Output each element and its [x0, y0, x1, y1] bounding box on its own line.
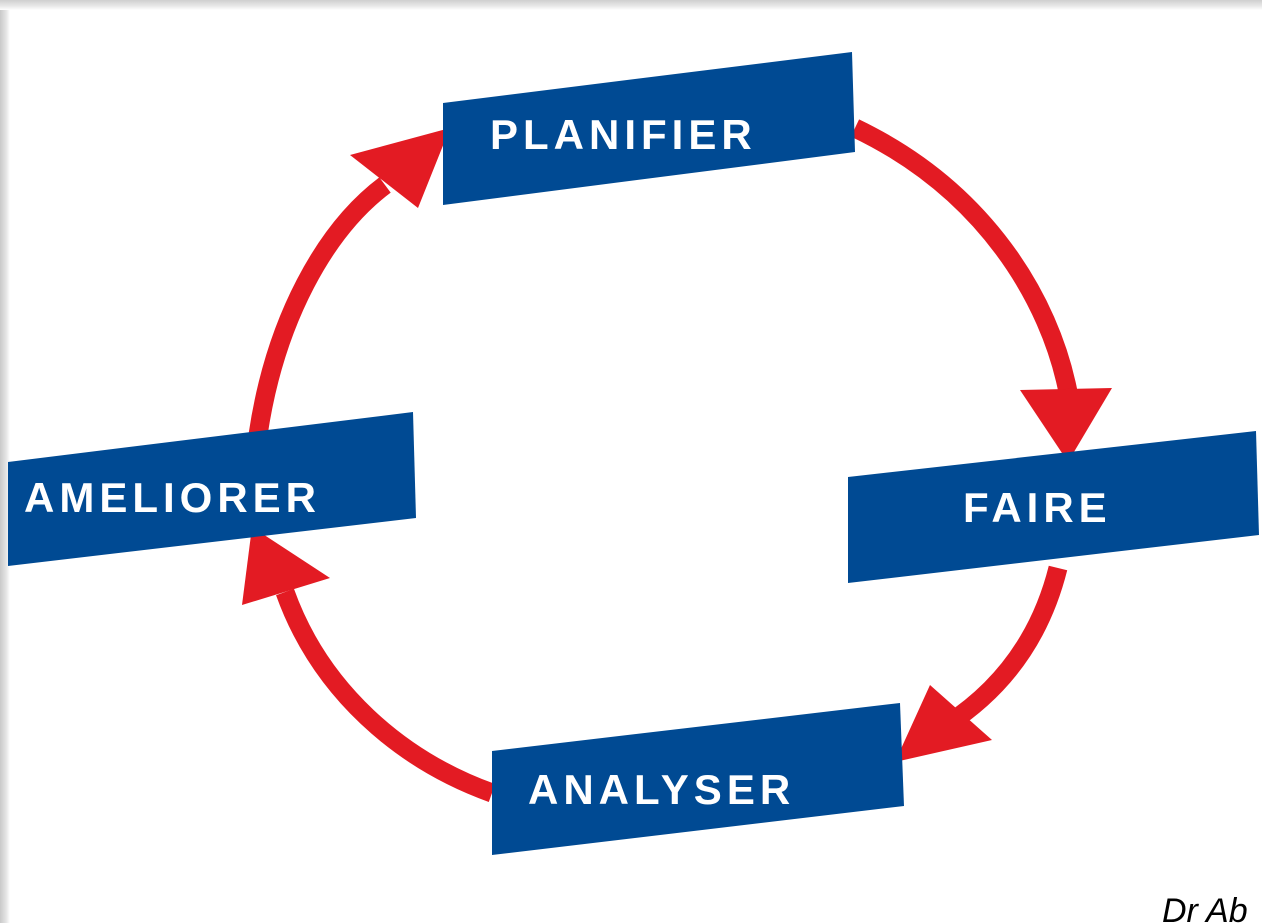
arrow-check-to-act	[276, 588, 496, 802]
arrow-heads	[242, 128, 1112, 762]
arrow-head-plan-to-do	[1020, 388, 1112, 462]
stage-check: ANALYSER	[492, 703, 904, 855]
stage-box-check	[492, 703, 904, 855]
top-edge-shadow	[0, 0, 1262, 10]
stage-do: FAIRE	[848, 431, 1259, 583]
arrow-act-to-plan	[248, 177, 391, 437]
arrow-head-act-to-plan	[350, 128, 450, 208]
stage-box-do	[848, 431, 1259, 583]
arrow-plan-to-do	[850, 119, 1078, 394]
author-credit: Dr Ab	[1162, 892, 1248, 923]
stage-act: AMELIORER	[8, 412, 416, 566]
cycle-arrows	[248, 119, 1078, 802]
stage-box-act	[8, 412, 416, 566]
arrow-head-check-to-act	[242, 527, 330, 605]
stage-plan: PLANIFIER	[443, 52, 855, 205]
left-edge-shadow	[0, 0, 10, 923]
stage-label-do: FAIRE	[963, 484, 1112, 531]
stage-label-plan: PLANIFIER	[490, 111, 757, 158]
stage-label-act: AMELIORER	[24, 474, 321, 521]
arrow-head-do-to-check	[895, 685, 992, 762]
stage-box-plan	[443, 52, 855, 205]
arrow-do-to-check	[942, 565, 1068, 732]
stage-label-check: ANALYSER	[528, 766, 795, 813]
